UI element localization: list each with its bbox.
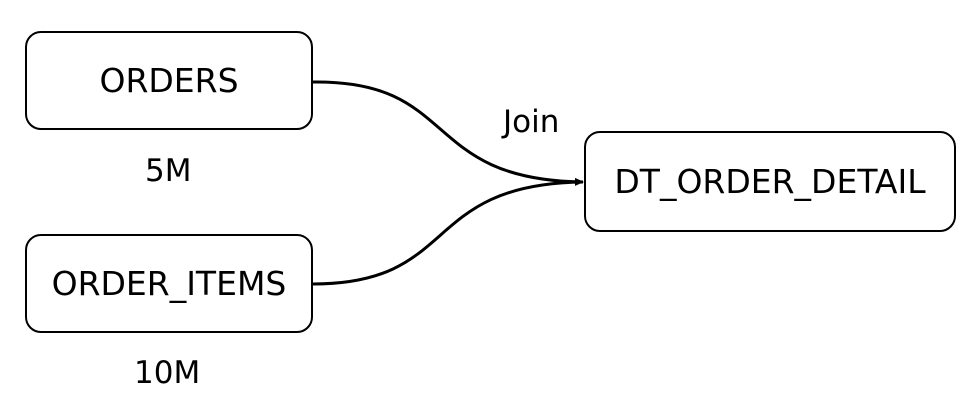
node-order-items-label: ORDER_ITEMS <box>51 264 287 303</box>
edge-order-items-to-dt-order-detail <box>312 180 584 286</box>
orders-row-count: 5M <box>145 153 192 189</box>
node-dt-order-detail-label: DT_ORDER_DETAIL <box>614 162 926 201</box>
order-items-row-count: 10M <box>134 355 201 391</box>
join-label: Join <box>503 104 560 140</box>
node-dt-order-detail: DT_ORDER_DETAIL <box>584 131 956 232</box>
node-orders-label: ORDERS <box>99 61 239 100</box>
edge-orders-to-dt-order-detail <box>312 80 584 186</box>
node-order-items: ORDER_ITEMS <box>25 234 313 333</box>
node-orders: ORDERS <box>25 31 313 130</box>
